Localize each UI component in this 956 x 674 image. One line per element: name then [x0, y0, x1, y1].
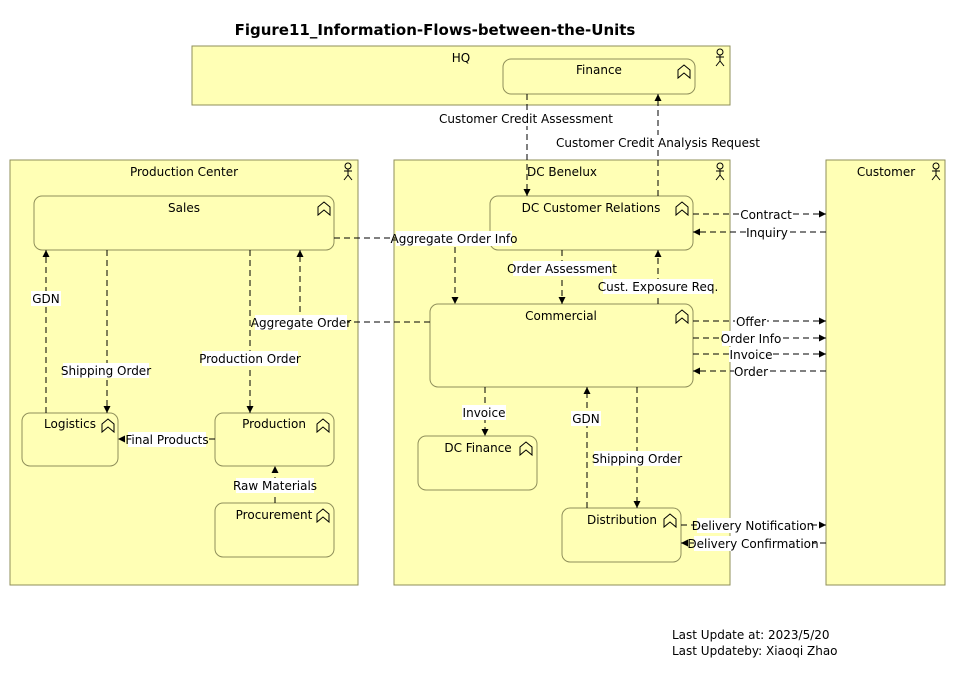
- label-delivery-confirmation: Delivery Confirmation: [687, 536, 819, 551]
- svg-text:Order Info: Order Info: [721, 332, 782, 346]
- label-contract: Contract: [740, 207, 792, 222]
- svg-text:Production Order: Production Order: [199, 352, 301, 366]
- actor-dc-benelux-label: DC Benelux: [527, 165, 597, 179]
- diagram-title: Figure11_Information-Flows-between-the-U…: [235, 21, 636, 39]
- function-finance[interactable]: Finance: [502, 58, 696, 95]
- actor-icon: [715, 162, 725, 181]
- business-function-icon: [317, 201, 331, 217]
- function-production[interactable]: Production: [214, 412, 335, 467]
- function-sales[interactable]: Sales: [33, 195, 335, 251]
- function-dc-finance[interactable]: DC Finance: [417, 435, 538, 491]
- function-logistics-label: Logistics: [44, 417, 96, 431]
- svg-text:Shipping Order: Shipping Order: [61, 364, 151, 378]
- svg-text:GDN: GDN: [572, 412, 600, 426]
- function-logistics[interactable]: Logistics: [21, 412, 119, 467]
- function-distribution[interactable]: Distribution: [561, 507, 682, 563]
- label-offer: Offer: [735, 314, 767, 329]
- function-commercial-label: Commercial: [525, 309, 597, 323]
- function-distribution-label: Distribution: [587, 513, 657, 527]
- business-function-icon: [675, 309, 689, 325]
- function-commercial[interactable]: Commercial: [429, 303, 694, 388]
- business-function-icon: [101, 418, 115, 434]
- svg-text:Offer: Offer: [736, 315, 766, 329]
- svg-text:Delivery Notification: Delivery Notification: [692, 519, 814, 533]
- business-function-icon: [675, 201, 689, 217]
- label-final-products: Final Products: [125, 432, 209, 447]
- last-update-author: Last Updateby: Xiaoqi Zhao: [672, 644, 838, 658]
- business-function-icon: [663, 513, 677, 529]
- svg-text:GDN: GDN: [32, 292, 60, 306]
- actor-customer[interactable]: Customer: [825, 159, 946, 586]
- function-dc-customer-relations[interactable]: DC Customer Relations: [489, 195, 694, 251]
- function-procurement-label: Procurement: [236, 508, 313, 522]
- business-function-icon: [519, 441, 533, 457]
- function-finance-label: Finance: [576, 63, 622, 77]
- svg-text:Order Assessment: Order Assessment: [507, 262, 617, 276]
- business-function-icon: [316, 418, 330, 434]
- svg-text:Cust. Exposure Req.: Cust. Exposure Req.: [598, 280, 719, 294]
- label-order-info: Order Info: [721, 331, 782, 346]
- svg-text:Customer Credit Assessment: Customer Credit Assessment: [439, 112, 613, 126]
- label-aggregate-order-info: Aggregate Order Info: [391, 231, 518, 246]
- function-sales-label: Sales: [168, 201, 200, 215]
- actor-icon: [931, 162, 941, 181]
- svg-text:Final Products: Final Products: [125, 433, 208, 447]
- label-inquiry: Inquiry: [746, 225, 788, 240]
- label-order-in: Order: [734, 364, 768, 379]
- svg-text:Aggregate Order: Aggregate Order: [251, 316, 352, 330]
- label-raw-materials: Raw Materials: [233, 478, 317, 493]
- label-cust-exposure-req: Cust. Exposure Req.: [598, 279, 719, 294]
- label-gdn-logistics: GDN: [31, 291, 61, 306]
- label-production-order: Production Order: [199, 351, 301, 366]
- function-procurement[interactable]: Procurement: [214, 502, 335, 558]
- business-function-icon: [316, 508, 330, 524]
- actor-icon: [715, 48, 725, 67]
- svg-text:Delivery Confirmation: Delivery Confirmation: [687, 537, 818, 551]
- label-gdn-distribution: GDN: [571, 411, 601, 426]
- function-production-label: Production: [242, 417, 306, 431]
- label-delivery-notification: Delivery Notification: [692, 518, 814, 533]
- label-customer-credit-analysis-request: Customer Credit Analysis Request: [556, 135, 760, 150]
- actor-hq-label: HQ: [452, 51, 470, 65]
- business-function-icon: [677, 64, 691, 80]
- actor-icon: [343, 162, 353, 181]
- svg-text:Customer Credit Analysis Reque: Customer Credit Analysis Request: [556, 136, 760, 150]
- svg-text:Invoice: Invoice: [730, 348, 773, 362]
- svg-text:Inquiry: Inquiry: [746, 226, 788, 240]
- svg-text:Raw Materials: Raw Materials: [233, 479, 317, 493]
- function-dc-finance-label: DC Finance: [444, 441, 511, 455]
- last-update-date: Last Update at: 2023/5/20: [672, 628, 830, 642]
- svg-text:Invoice: Invoice: [463, 406, 506, 420]
- label-invoice-out: Invoice: [729, 347, 773, 362]
- svg-text:Contract: Contract: [740, 208, 792, 222]
- svg-text:Aggregate Order Info: Aggregate Order Info: [391, 232, 518, 246]
- function-dc-customer-relations-label: DC Customer Relations: [522, 201, 661, 215]
- label-shipping-order-sales: Shipping Order: [61, 363, 151, 378]
- label-shipping-order-commercial: Shipping Order: [592, 451, 682, 466]
- svg-text:Shipping Order: Shipping Order: [592, 452, 682, 466]
- actor-production-center-label: Production Center: [130, 165, 238, 179]
- label-customer-credit-assessment: Customer Credit Assessment: [439, 111, 613, 126]
- label-invoice-dc: Invoice: [462, 405, 506, 420]
- svg-text:Order: Order: [734, 365, 768, 379]
- label-order-assessment: Order Assessment: [507, 261, 617, 276]
- label-aggregate-order: Aggregate Order: [251, 315, 352, 330]
- actor-customer-label: Customer: [857, 165, 915, 179]
